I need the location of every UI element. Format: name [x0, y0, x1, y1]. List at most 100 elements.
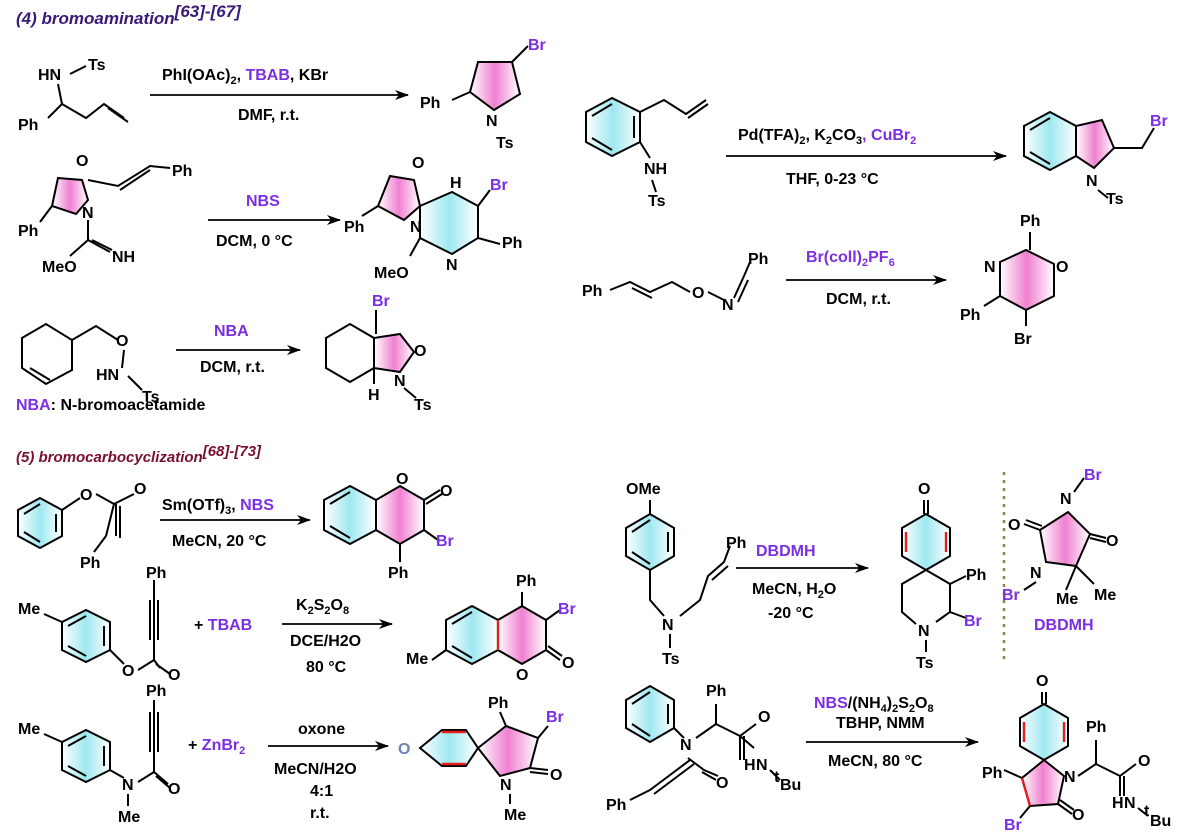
- svg-text:O: O: [550, 767, 562, 784]
- svg-text:Ts: Ts: [662, 651, 680, 668]
- svg-text:Ts: Ts: [142, 389, 160, 406]
- svg-text:Ph: Ph: [1086, 719, 1106, 736]
- svg-text:N: N: [122, 777, 134, 794]
- svg-text:O: O: [168, 667, 180, 684]
- svg-text:t: t: [1144, 803, 1150, 820]
- svg-text:OMe: OMe: [626, 481, 661, 498]
- s5-r2-substrate: Me O O Ph: [18, 565, 180, 684]
- s4-r1-conditions: DMF, r.t.: [238, 107, 299, 124]
- svg-text:Bu: Bu: [780, 777, 801, 794]
- svg-text:Ph: Ph: [488, 695, 508, 712]
- svg-text:N: N: [1030, 565, 1042, 582]
- svg-text:O: O: [440, 483, 452, 500]
- svg-text:Ts: Ts: [916, 655, 934, 672]
- s5-r5-conditions2: MeCN, 80 °C: [828, 753, 923, 770]
- svg-text:Ph: Ph: [18, 223, 38, 240]
- svg-text:O: O: [1072, 807, 1084, 824]
- svg-text:Br: Br: [490, 177, 508, 194]
- s5-r5-product: O Ph Br O N Ph O H N t Bu: [982, 673, 1171, 834]
- svg-text:HN: HN: [96, 367, 119, 384]
- s5-r2-additive: + TBAB: [194, 617, 252, 634]
- svg-text:N: N: [984, 259, 996, 276]
- svg-text:Ph: Ph: [172, 163, 192, 180]
- svg-text:Ph: Ph: [706, 683, 726, 700]
- svg-text:O: O: [80, 487, 92, 504]
- section5-title: (5) bromocarbocyclization[68]-[73]: [16, 443, 262, 466]
- s4-r3-product: Br O N H Ts: [325, 293, 432, 414]
- svg-text:Br: Br: [1004, 817, 1022, 834]
- s5-r1-substrate: O O Ph: [17, 481, 146, 572]
- s4-r2-conditions: DCM, 0 °C: [216, 233, 293, 250]
- svg-text:NH: NH: [112, 249, 135, 266]
- svg-text:O: O: [168, 781, 180, 798]
- dbdmh-label: DBDMH: [1034, 617, 1094, 634]
- s5-r3-conditions2: 4:1: [310, 783, 333, 800]
- svg-text:N: N: [1064, 769, 1076, 786]
- svg-text:Ts: Ts: [648, 193, 666, 210]
- svg-text:Ph: Ph: [146, 565, 166, 582]
- svg-text:Br: Br: [964, 613, 982, 630]
- svg-text:O: O: [134, 481, 146, 498]
- svg-text:O: O: [692, 285, 704, 302]
- svg-text:N: N: [82, 205, 94, 222]
- svg-text:Br: Br: [1002, 587, 1020, 604]
- svg-text:O: O: [918, 481, 930, 498]
- svg-text:Ts: Ts: [496, 135, 514, 152]
- svg-text:H: H: [744, 757, 756, 774]
- svg-text:Br: Br: [372, 293, 390, 310]
- svg-text:NH: NH: [644, 161, 667, 178]
- dbdmh-structure: N Br N Br O O Me Me DBDMH: [1002, 467, 1118, 634]
- svg-text:Br: Br: [1150, 113, 1168, 130]
- svg-text:Ts: Ts: [414, 397, 432, 414]
- svg-text:Ph: Ph: [982, 765, 1002, 782]
- svg-text:Bu: Bu: [1150, 813, 1171, 830]
- svg-text:Me: Me: [406, 651, 428, 668]
- s4-r5-product: Ph N O Ph Br: [960, 213, 1068, 348]
- s5-r4-substrate: OMe N Ts Ph: [625, 481, 746, 668]
- s5-r3-reagent: oxone: [298, 721, 345, 738]
- svg-text:O: O: [1008, 517, 1020, 534]
- svg-text:N: N: [394, 373, 406, 390]
- svg-text:MeO: MeO: [42, 259, 77, 276]
- s5-r4-conditions2: -20 °C: [768, 605, 814, 622]
- svg-text:Ph: Ph: [502, 235, 522, 252]
- svg-text:Ph: Ph: [582, 283, 602, 300]
- svg-text:N: N: [410, 219, 422, 236]
- svg-text:Me: Me: [18, 601, 40, 618]
- svg-text:O: O: [1106, 533, 1118, 550]
- svg-text:Br: Br: [558, 601, 576, 618]
- s5-r2-conditions2: 80 °C: [306, 659, 347, 676]
- s5-r4-reagent: DBDMH: [756, 543, 816, 560]
- svg-text:N: N: [446, 257, 458, 274]
- s5-r5-conditions: TBHP, NMM: [836, 715, 925, 732]
- s4-r2-substrate: O N Ph Ph MeO NH: [18, 153, 192, 276]
- svg-text:Br: Br: [546, 709, 564, 726]
- svg-text:H: H: [1112, 795, 1124, 812]
- svg-text:H: H: [368, 387, 380, 404]
- svg-text:O: O: [1056, 259, 1068, 276]
- svg-text:O: O: [562, 655, 574, 672]
- s5-r3-substrate: Me N Me O Ph: [18, 683, 180, 826]
- svg-text:Ph: Ph: [726, 535, 746, 552]
- s4-r4-reagent: Pd(TFA)2, K2CO3, CuBr2: [738, 127, 916, 147]
- svg-text:t: t: [774, 769, 780, 786]
- s4-r3-substrate: O HN Ts: [21, 322, 160, 406]
- s5-r1-conditions: MeCN, 20 °C: [172, 533, 267, 550]
- section4-title: (4) bromoamination[63]-[67]: [16, 2, 242, 28]
- s5-r4-product: O Ph Br N Ts: [901, 481, 986, 672]
- s4-r2-reagent: NBS: [246, 193, 280, 210]
- s4-r4-conditions: THF, 0-23 °C: [786, 171, 879, 188]
- svg-text:Ph: Ph: [344, 219, 364, 236]
- s4-r5-substrate: Ph O N Ph: [582, 251, 768, 314]
- svg-text:HN: HN: [38, 67, 61, 84]
- svg-text:Ph: Ph: [960, 307, 980, 324]
- svg-text:Ph: Ph: [1020, 213, 1040, 230]
- s4-r1-reagent: PhI(OAc)2, TBAB, KBr: [162, 67, 328, 87]
- s5-r3-conditions3: r.t.: [310, 805, 330, 822]
- svg-text:Ph: Ph: [80, 555, 100, 572]
- s4-r3-reagent: NBA: [214, 323, 249, 340]
- svg-text:O: O: [1036, 673, 1048, 690]
- svg-text:N: N: [756, 757, 768, 774]
- svg-text:O: O: [116, 333, 128, 350]
